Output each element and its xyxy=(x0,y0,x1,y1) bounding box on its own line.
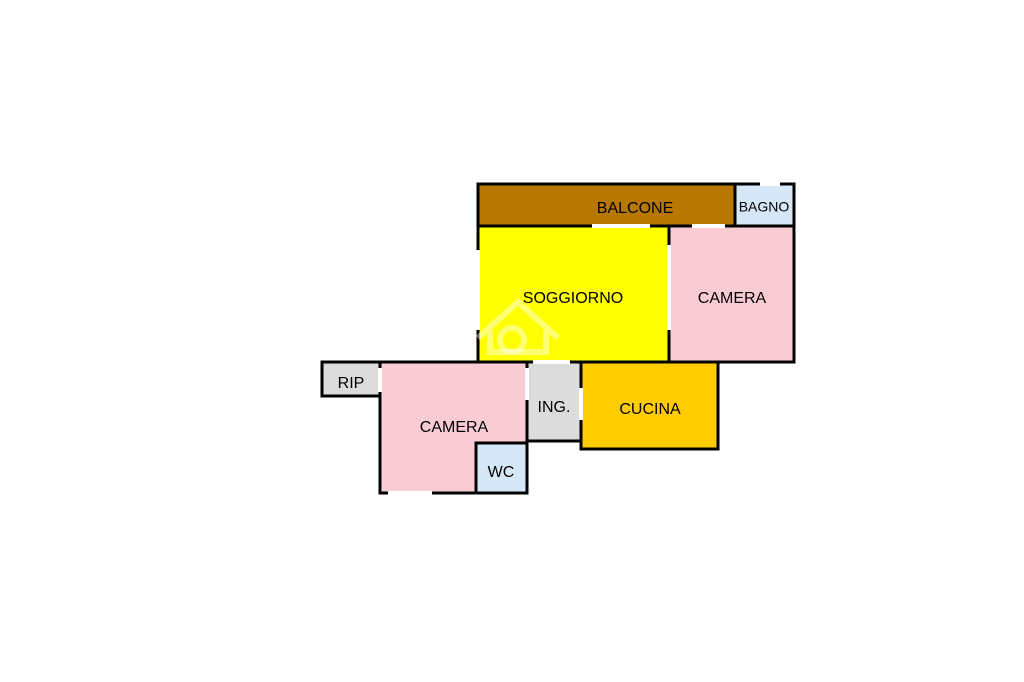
room-balcone: BALCONE xyxy=(476,182,737,228)
room-camera-top-label: CAMERA xyxy=(698,290,767,307)
room-rip-label: RIP xyxy=(338,375,365,392)
room-cucina-label: CUCINA xyxy=(619,401,681,418)
room-wc-label: WC xyxy=(488,464,515,481)
room-cucina: CUCINA xyxy=(579,360,720,451)
room-ingresso-label: ING. xyxy=(538,399,571,416)
room-wc: WC xyxy=(474,441,529,495)
room-soggiorno: SOGGIORNO xyxy=(476,224,671,364)
room-rip: RIP xyxy=(320,360,382,398)
room-ingresso: ING. xyxy=(525,360,583,443)
room-camera-bottom-label: CAMERA xyxy=(420,419,489,436)
room-soggiorno-label: SOGGIORNO xyxy=(523,290,623,307)
room-cucina-shape xyxy=(579,360,720,451)
room-bagno: BAGNO xyxy=(733,182,796,228)
room-camera-top: CAMERA xyxy=(667,224,796,364)
house-logo-watermark xyxy=(475,297,561,355)
room-soggiorno-shape xyxy=(476,224,671,364)
room-rip-shape xyxy=(320,360,382,398)
room-bagno-label: BAGNO xyxy=(739,199,790,215)
wall-openings xyxy=(378,182,780,495)
room-camera-top-shape xyxy=(667,224,796,364)
room-wc-shape xyxy=(474,441,529,495)
room-balcone-label: BALCONE xyxy=(597,200,673,217)
